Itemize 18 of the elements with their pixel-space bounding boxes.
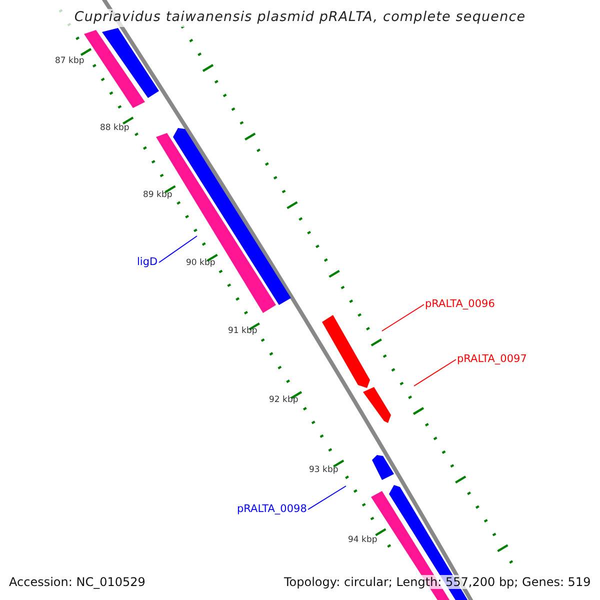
scale-label: 89 kbp	[143, 191, 172, 200]
leader-line	[382, 304, 424, 332]
scale-label: 88 kbp	[100, 124, 130, 132]
leader-line	[308, 486, 346, 510]
topology-text: Topology: circular; Length: 557,200 bp; Genes: 519	[284, 575, 591, 589]
gene-label: pRALTA_0098	[237, 504, 307, 514]
accession-text: Accession: NC_010529	[9, 575, 146, 589]
scale-label: 87 kbp	[55, 57, 84, 66]
leader-line	[414, 359, 456, 386]
gene-label: ligD	[137, 257, 158, 268]
scale-label: 92 kbp	[269, 396, 298, 404]
scale-label: 91 kbp	[228, 327, 258, 336]
gene-label: pRALTA_0097	[457, 354, 527, 364]
gene-label: pRALTA_0096	[425, 299, 495, 310]
leader-line	[158, 236, 198, 263]
scale-label: 90 kbp	[186, 259, 216, 268]
scale-label: 93 kbp	[309, 466, 338, 474]
scale-label: 94 kbp	[348, 536, 378, 544]
